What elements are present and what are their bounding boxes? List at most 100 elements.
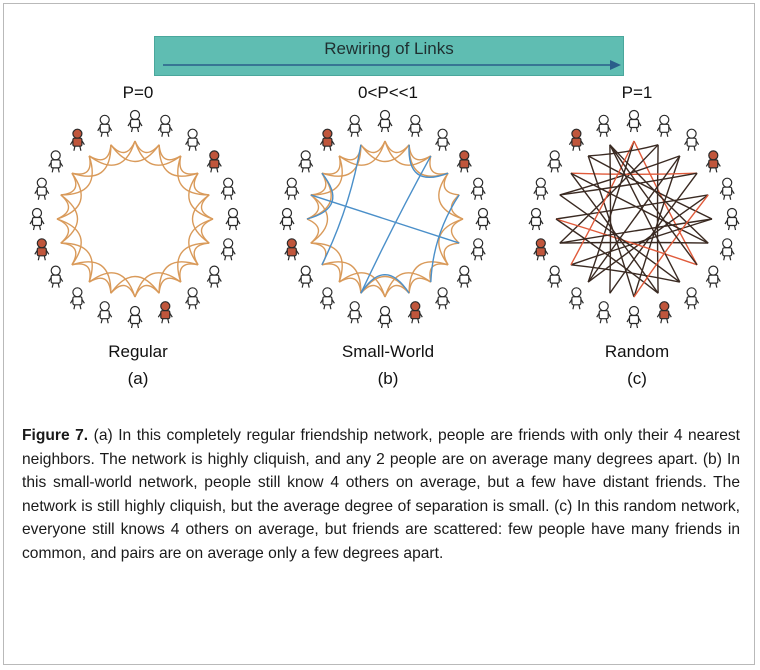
person-icon: [127, 109, 143, 133]
figure-caption: Figure 7. (a) In this completely regular…: [22, 424, 740, 565]
regular-link: [56, 172, 82, 220]
person-icon: [656, 114, 672, 137]
regular-link: [60, 242, 93, 283]
person-icon: [626, 109, 642, 133]
random-link: [587, 155, 635, 298]
random-link: [609, 144, 698, 266]
random-link: [559, 218, 713, 244]
regular-link: [60, 194, 78, 244]
regular-link: [306, 218, 320, 244]
random-link: [559, 144, 659, 244]
person-icon: [48, 150, 64, 173]
regular-link: [321, 263, 341, 283]
random-link: [588, 144, 659, 157]
person-icon: [719, 238, 735, 261]
regular-link: [408, 144, 432, 161]
regular-link: [192, 194, 210, 244]
person-icon: [319, 287, 335, 310]
person-icon: [533, 177, 549, 200]
person-icon: [547, 150, 563, 173]
person-icon: [347, 114, 363, 137]
random-link: [633, 140, 698, 266]
random-link: [587, 155, 681, 283]
person-icon: [185, 128, 201, 151]
regular-link: [110, 276, 160, 294]
random-link: [570, 172, 698, 175]
regular-link: [310, 194, 328, 244]
person-icon: [456, 150, 472, 173]
person-icon: [48, 265, 64, 288]
person-icon: [684, 287, 700, 310]
person-icon: [596, 114, 612, 137]
person-icon: [347, 301, 363, 324]
regular-link: [384, 272, 432, 298]
regular-link: [60, 155, 93, 196]
random-link: [559, 155, 681, 196]
random-link: [570, 172, 659, 294]
random-link: [555, 218, 659, 294]
panel-letter-b: (b): [377, 369, 399, 388]
person-icon: [533, 238, 549, 261]
regular-link: [179, 263, 199, 283]
random-link: [587, 194, 709, 283]
person-icon: [407, 301, 423, 324]
person-icon: [34, 177, 50, 200]
person-icon: [225, 207, 241, 231]
person-icon: [206, 265, 222, 288]
person-icon: [34, 238, 50, 261]
regular-link: [338, 140, 386, 166]
person-icon: [656, 301, 672, 324]
panel-name-smallworld: Small-World: [341, 342, 435, 361]
p-label-regular: P=0: [122, 83, 154, 102]
panel-name-random: Random: [604, 342, 670, 361]
regular-link: [408, 261, 449, 294]
person-icon: [220, 238, 236, 261]
p-label-random: P=1: [621, 83, 653, 102]
regular-link: [88, 277, 112, 294]
shortcut-link: [408, 144, 449, 178]
person-icon: [684, 128, 700, 151]
person-icon: [719, 177, 735, 200]
person-icon: [705, 150, 721, 173]
regular-link: [310, 155, 343, 196]
person-icon: [470, 177, 486, 200]
random-link: [555, 194, 709, 220]
random-link: [587, 140, 635, 283]
shortcut-link: [321, 144, 362, 266]
random-link: [633, 194, 709, 298]
regular-link: [188, 172, 214, 220]
person-icon: [279, 207, 295, 231]
regular-link: [71, 155, 91, 175]
person-icon: [220, 177, 236, 200]
regular-link: [443, 242, 460, 266]
random-link: [570, 140, 635, 266]
regular-link: [321, 155, 341, 175]
random-link: [633, 155, 681, 298]
regular-link: [88, 140, 136, 166]
panel-letter-c: (c): [627, 369, 647, 388]
person-icon: [157, 114, 173, 137]
rewiring-banner: Rewiring of Links: [154, 36, 624, 76]
person-icon: [97, 114, 113, 137]
person-icon: [435, 287, 451, 310]
person-icon: [284, 238, 300, 261]
person-icon: [724, 207, 740, 231]
random-link: [609, 144, 681, 283]
figure-frame: Rewiring of Links P=0 0<P<<1 P=1 Regular…: [3, 3, 755, 665]
regular-link: [71, 261, 112, 294]
shortcut-link: [306, 172, 334, 220]
person-icon: [29, 207, 45, 231]
person-icon: [435, 128, 451, 151]
network-regular: [29, 109, 740, 329]
random-link: [656, 144, 659, 294]
regular-link: [177, 155, 210, 196]
regular-link: [158, 144, 199, 177]
regular-link: [429, 155, 449, 175]
regular-link: [71, 144, 112, 177]
person-icon: [547, 265, 563, 288]
arrow-right-icon: [163, 60, 621, 70]
person-icon: [298, 265, 314, 288]
random-link: [559, 241, 709, 244]
regular-link: [88, 272, 136, 298]
person-icon: [97, 301, 113, 324]
